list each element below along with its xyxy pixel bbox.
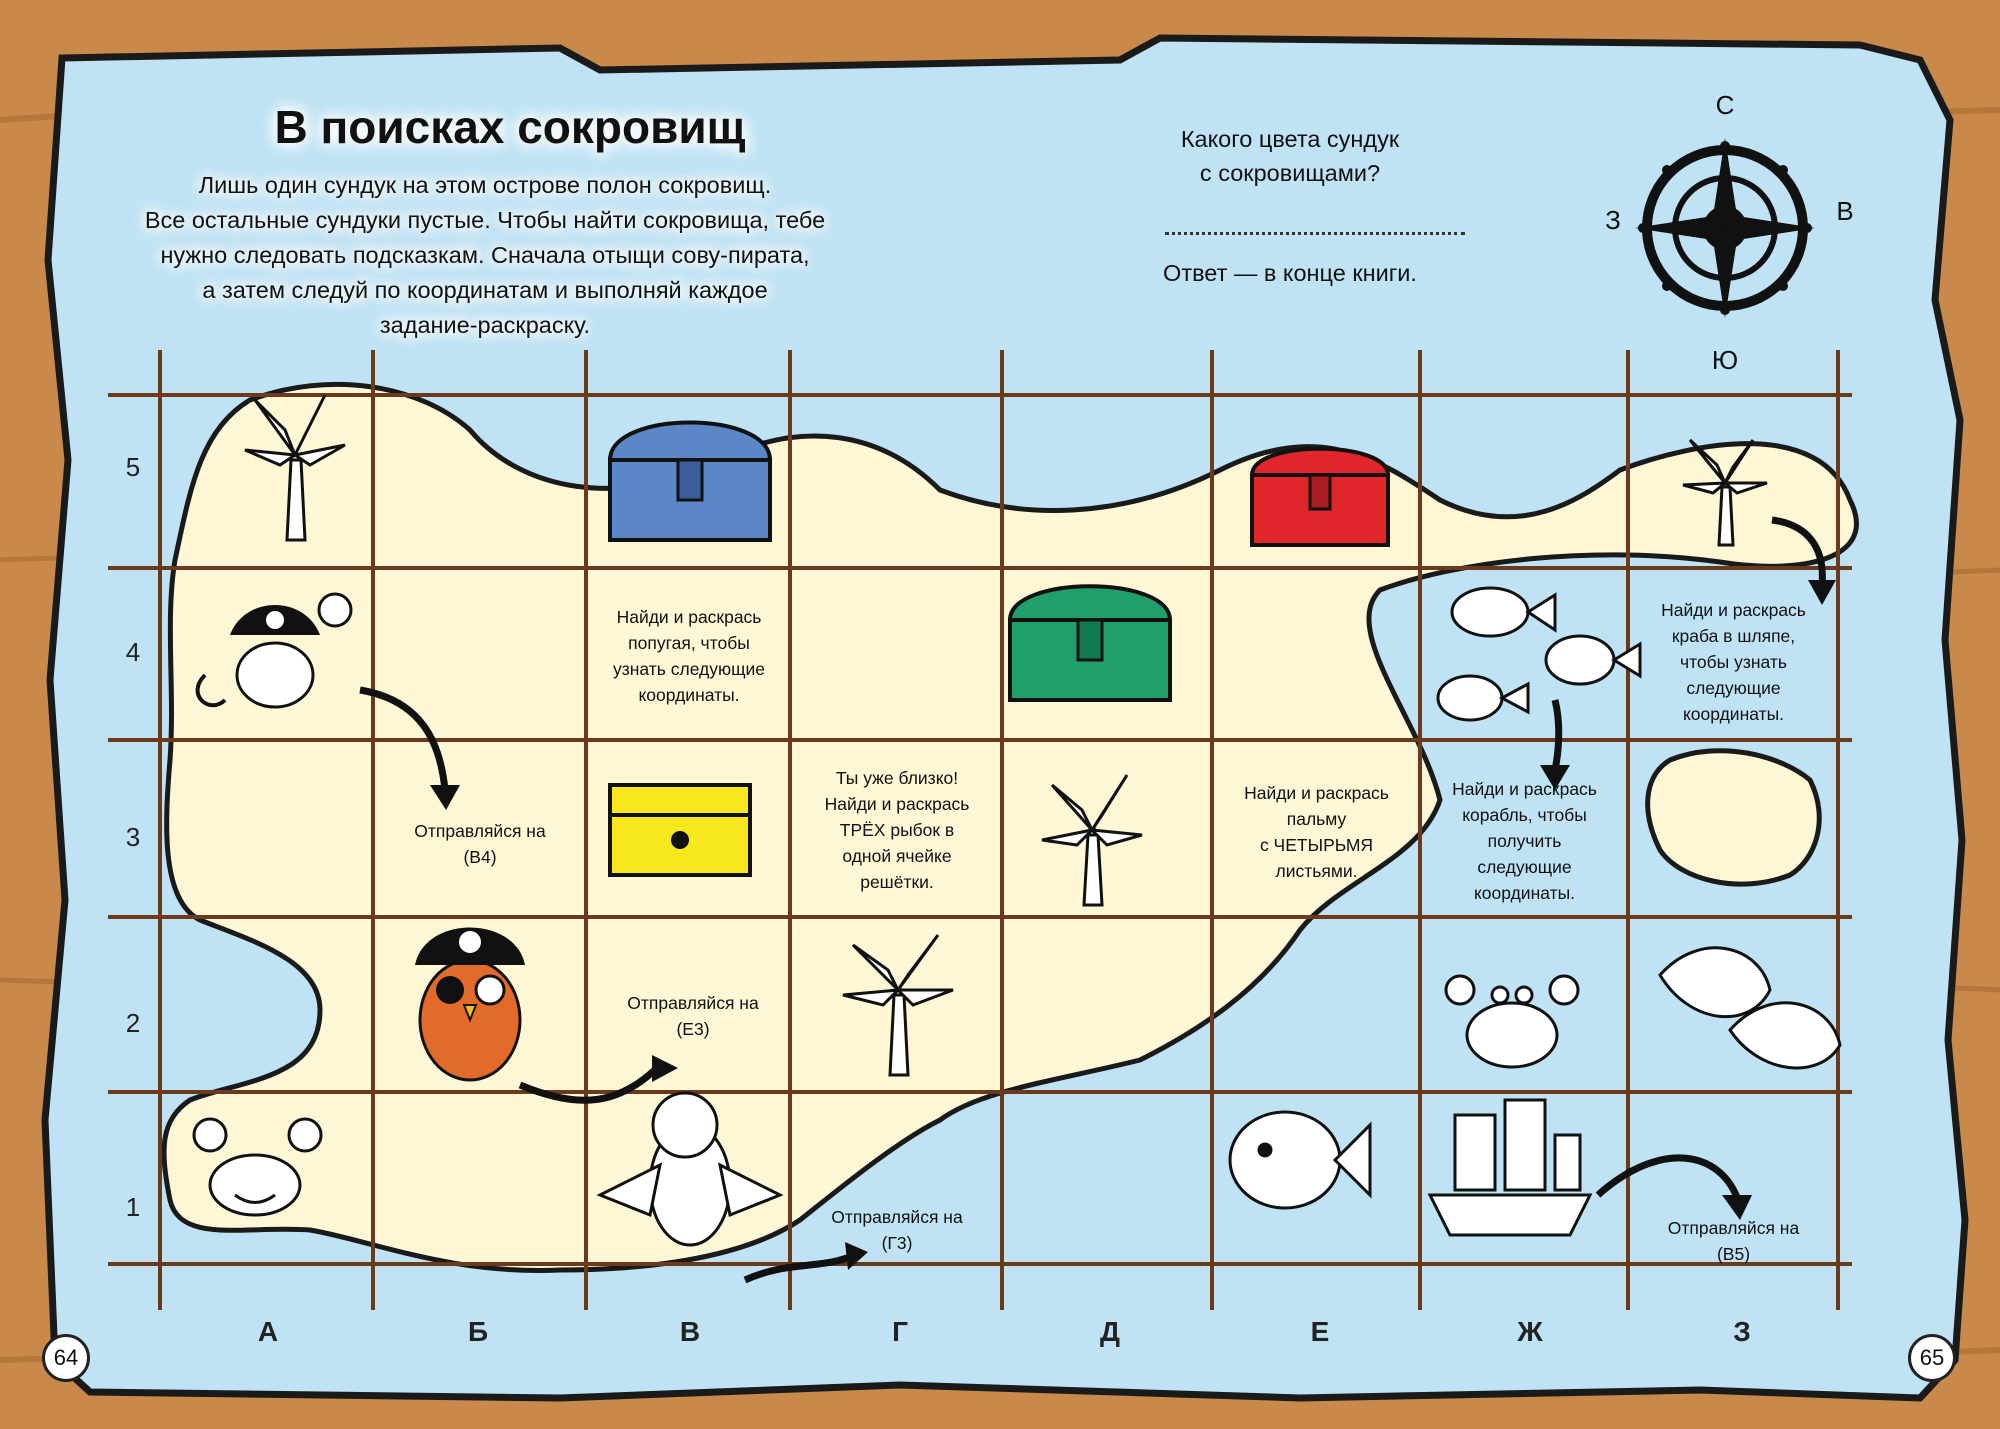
cell-line: решётки.	[860, 872, 934, 892]
cell-line: чтобы узнать	[1679, 652, 1788, 672]
intro-line: Все остальные сундуки пустые. Чтобы найт…	[144, 207, 826, 233]
pirate-crab-icon	[195, 592, 353, 709]
intro-text: Лишь один сундук на этом острове полон с…	[95, 168, 875, 343]
arrow-heads	[430, 580, 1836, 1270]
row-label: 3	[125, 822, 141, 852]
cell-b3-text: Отправляйся на (В4)	[375, 818, 585, 870]
cell-line: Ты уже близко!	[835, 768, 959, 788]
ship-icon	[1427, 1098, 1593, 1237]
crab-icon	[1444, 974, 1580, 1069]
pirate-owl-icon	[415, 927, 525, 1082]
column-label: З	[1733, 1316, 1751, 1347]
palm-tree-icon	[1682, 438, 1768, 547]
cell-line: пальму	[1286, 809, 1347, 829]
column-label: А	[257, 1316, 279, 1347]
cell-z1-text: Отправляйся на (В5)	[1630, 1215, 1837, 1267]
cell-line: координаты.	[1682, 704, 1785, 724]
page-number-right: 65	[1908, 1334, 1956, 1382]
intro-line: а затем следуй по координатам и выполняй…	[202, 277, 768, 303]
cell-line: Отправляйся на	[831, 1207, 963, 1227]
cell-e3-text: Найди и раскрась пальму с ЧЕТЫРЬМЯ листь…	[1214, 780, 1419, 884]
cell-line: Отправляйся на	[627, 993, 759, 1013]
intro-line: нужно следовать подсказкам. Сначала отыщ…	[160, 242, 810, 268]
column-label: Е	[1310, 1316, 1330, 1347]
red-chest-icon	[1249, 446, 1391, 547]
compass-icon	[1635, 138, 1815, 318]
parrot-icon	[596, 1091, 784, 1247]
cell-line: координаты.	[1473, 883, 1576, 903]
cell-line: одной ячейке	[842, 846, 952, 866]
cell-g3-text: Ты уже близко! Найди и раскрась ТРЁХ рыб…	[792, 765, 1002, 895]
cell-line: (В4)	[463, 847, 497, 867]
question-line: Какого цвета сундук	[1180, 126, 1400, 152]
striped-fish-icon	[1658, 946, 1842, 1070]
question-text: Какого цвета сундук с сокровищами?	[1140, 122, 1440, 190]
column-label: Ж	[1517, 1316, 1543, 1347]
cell-line: краба в шляпе,	[1671, 626, 1796, 646]
compass-north-label: С	[1715, 90, 1735, 120]
cell-line: Найди и раскрась	[1244, 783, 1389, 803]
intro-line: Лишь один сундук на этом острове полон с…	[198, 172, 772, 198]
row-label: 5	[125, 452, 141, 482]
crab-icon	[192, 1117, 323, 1217]
cell-v4-text: Найди и раскрась попугая, чтобы узнать с…	[588, 604, 790, 708]
fish-icon	[1228, 1110, 1372, 1210]
column-label: В	[679, 1316, 701, 1347]
column-label: Г	[892, 1316, 908, 1347]
cell-zh3-text: Найди и раскрась корабль, чтобы получить…	[1422, 776, 1627, 906]
page-number-left: 64	[42, 1334, 90, 1382]
cell-line: Отправляйся на	[1667, 1218, 1800, 1238]
question-line: с сокровищами?	[1199, 160, 1381, 186]
cell-line: попугая, чтобы	[628, 633, 750, 653]
cell-line: Найди и раскрась	[616, 607, 762, 627]
cell-line: получить	[1487, 831, 1562, 851]
compass-south-label: Ю	[1711, 345, 1739, 375]
cell-line: следующие	[1686, 678, 1781, 698]
row-label: 1	[125, 1192, 141, 1222]
column-label: Б	[467, 1316, 489, 1347]
cell-line: корабль, чтобы	[1462, 805, 1587, 825]
fish-icon	[1436, 586, 1642, 722]
palm-tree-icon	[842, 934, 954, 1077]
column-label: Д	[1100, 1316, 1120, 1347]
cell-g1-text: Отправляйся на (Г3)	[792, 1204, 1002, 1256]
cell-v2-text: Отправляйся на (Е3)	[588, 990, 798, 1042]
cell-line: Найди и раскрась	[824, 794, 970, 814]
yellow-chest-icon	[608, 783, 752, 877]
page-title: В поисках сокровищ	[274, 101, 746, 153]
palm-tree-icon	[1041, 774, 1143, 907]
compass-west-label: З	[1605, 205, 1621, 235]
blue-chest-icon	[607, 420, 773, 542]
cell-line: Найди и раскрась	[1661, 600, 1806, 620]
cell-line: координаты.	[638, 685, 740, 705]
cell-line: узнать следующие	[612, 659, 766, 679]
cell-line: листьями.	[1275, 861, 1358, 881]
cell-line: следующие	[1477, 857, 1572, 877]
cell-line: (Г3)	[881, 1233, 913, 1253]
cell-line: Отправляйся на	[414, 821, 546, 841]
map-grid	[108, 350, 1852, 1310]
cell-line: (Е3)	[676, 1019, 710, 1039]
green-chest-icon	[1007, 584, 1173, 702]
compass-east-label: В	[1836, 196, 1854, 226]
small-island	[1645, 748, 1822, 887]
path-arrows	[359, 516, 1826, 1284]
row-label: 4	[125, 637, 141, 667]
cell-line: ТРЁХ рыбок в	[839, 820, 955, 840]
answer-hint: Ответ — в конце книги.	[1163, 260, 1417, 286]
cell-z4-text: Найди и раскрась краба в шляпе, чтобы уз…	[1630, 597, 1837, 727]
cell-line: (В5)	[1716, 1244, 1751, 1264]
row-label: 2	[125, 1008, 141, 1038]
intro-line: задание-раскраску.	[379, 312, 591, 338]
cell-line: с ЧЕТЫРЬМЯ	[1259, 835, 1374, 855]
palm-tree-icon	[244, 394, 346, 542]
answer-blank-line[interactable]	[1165, 232, 1465, 235]
cell-line: Найди и раскрась	[1452, 779, 1597, 799]
